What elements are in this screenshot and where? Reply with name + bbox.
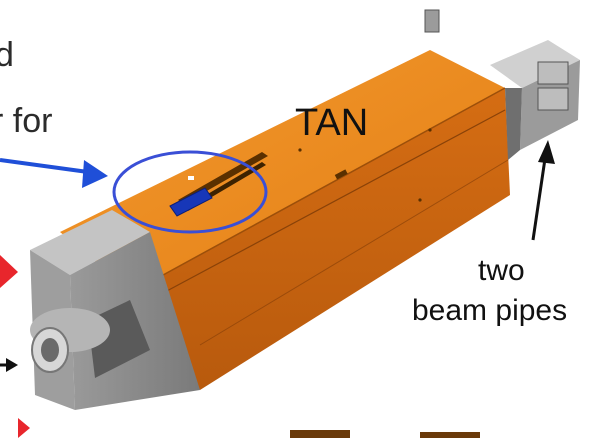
tan-top-tab	[424, 9, 440, 33]
pipes-label-line2: beam pipes	[412, 294, 567, 327]
red-marker	[0, 255, 18, 288]
pipes-label-line1: two	[478, 254, 525, 287]
back-beam-pipe-2	[537, 87, 569, 111]
back-beam-pipe-1	[537, 61, 569, 85]
red-marker-bottom	[18, 418, 30, 438]
pointer-arrow-shaft	[0, 158, 89, 174]
gray-end-top	[30, 210, 150, 275]
back-end-top	[490, 40, 580, 88]
top-dot	[428, 128, 432, 132]
back-end-side	[505, 88, 522, 160]
front-beam-pipe-hole	[41, 338, 59, 362]
left-bottom-arrow-head	[6, 358, 18, 372]
pointer-arrow-head	[82, 160, 108, 188]
top-dot-3	[418, 198, 422, 202]
tan-top-edge	[131, 87, 506, 293]
white-marker	[188, 176, 194, 180]
beam-pipes-arrow-shaft	[531, 151, 548, 241]
bottom-partial-text-2	[420, 432, 480, 438]
highlight-ellipse	[112, 150, 268, 234]
cut-text-for: r for	[0, 102, 52, 140]
tan-side-seam-lower	[199, 159, 509, 346]
top-dot-2	[298, 148, 302, 152]
blue-instrument-block	[169, 187, 213, 217]
top-hole	[334, 169, 348, 180]
bottom-partial-text-1	[290, 430, 350, 438]
tan-body-side	[132, 88, 510, 390]
tan-side-seam	[149, 109, 506, 301]
tan-label: TAN	[295, 102, 368, 144]
cut-text-top: d	[0, 36, 14, 74]
beam-pipes-arrow-head	[538, 140, 555, 164]
